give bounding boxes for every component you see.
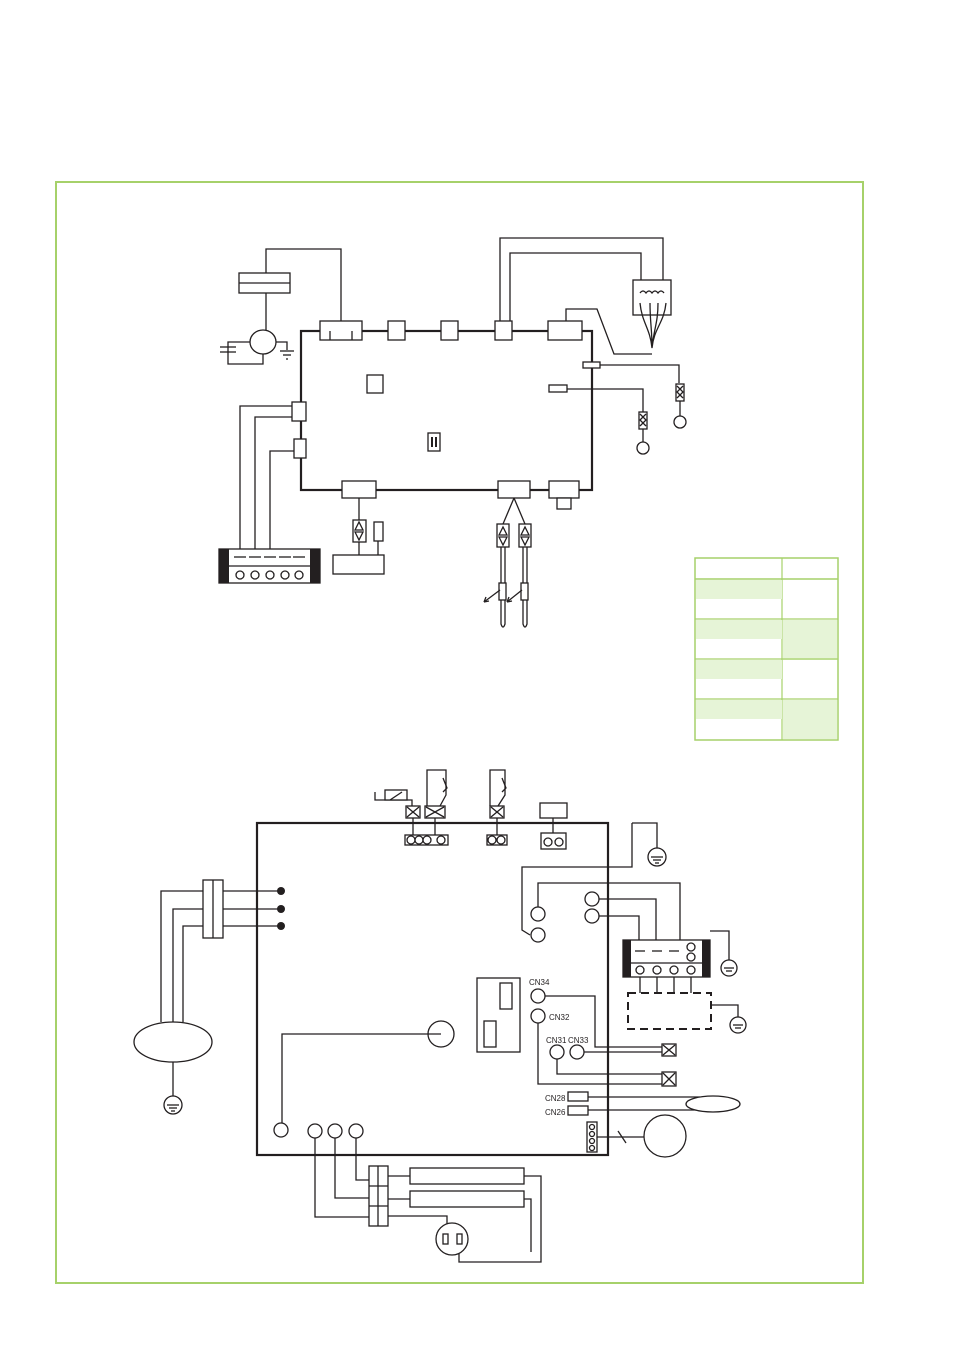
- connector-left-1: [291, 401, 307, 422]
- cn32-label: CN32: [549, 1013, 570, 1022]
- connector-top-3: [440, 320, 459, 341]
- connector-bottom-3: [548, 480, 580, 499]
- outdoor-main-board: [255, 821, 610, 1157]
- legend-table: [694, 557, 839, 741]
- legend-row-1: [696, 580, 782, 599]
- display-board: [332, 554, 385, 575]
- room-temp-sensor: [673, 415, 687, 429]
- pipe-temp-sensor: [636, 441, 650, 455]
- cn34-label: CN34: [529, 978, 550, 987]
- legend-row-2: [696, 620, 782, 639]
- connector-right-1: [582, 361, 601, 369]
- 4way-valve-coil: [685, 1095, 741, 1113]
- cn26-label: CN26: [545, 1108, 566, 1117]
- capacitor-2: [409, 1190, 525, 1208]
- cn33-label: CN33: [568, 1036, 589, 1045]
- diagram-frame: [55, 181, 864, 1284]
- field-wiring-dashed-box: [627, 992, 712, 1030]
- overload-protector: [435, 1222, 469, 1256]
- connector-left-2: [293, 438, 307, 459]
- indoor-main-board: [299, 329, 594, 492]
- connector-bottom-1: [341, 480, 377, 499]
- board-chip: [366, 374, 384, 394]
- legend-row-3: [696, 660, 782, 679]
- cn28-label: CN28: [545, 1094, 566, 1103]
- indoor-wiring-diagram: [218, 237, 687, 628]
- terminal-screws: [234, 556, 305, 580]
- reactor-block: [539, 802, 568, 819]
- connector-right-2: [548, 384, 568, 393]
- connector-top-4: [494, 320, 513, 341]
- outdoor-fan-motor: [643, 1114, 687, 1158]
- cn31-label: CN31: [546, 1036, 567, 1045]
- legend-row-4: [696, 700, 782, 719]
- connector-bottom-2: [497, 480, 531, 499]
- outdoor-terminal-screws: [635, 942, 696, 975]
- connector-top-5: [547, 320, 583, 341]
- dip-switch: [427, 432, 441, 452]
- capacitor-1: [409, 1167, 525, 1185]
- connector-top-2: [387, 320, 406, 341]
- connector-top-1: [319, 320, 363, 341]
- indoor-fan-motor: [249, 329, 277, 355]
- outdoor-wiring-diagram: CN34 CN32 CN31 CN33 CN28 CN26: [133, 769, 747, 1263]
- compressor: [133, 1021, 213, 1063]
